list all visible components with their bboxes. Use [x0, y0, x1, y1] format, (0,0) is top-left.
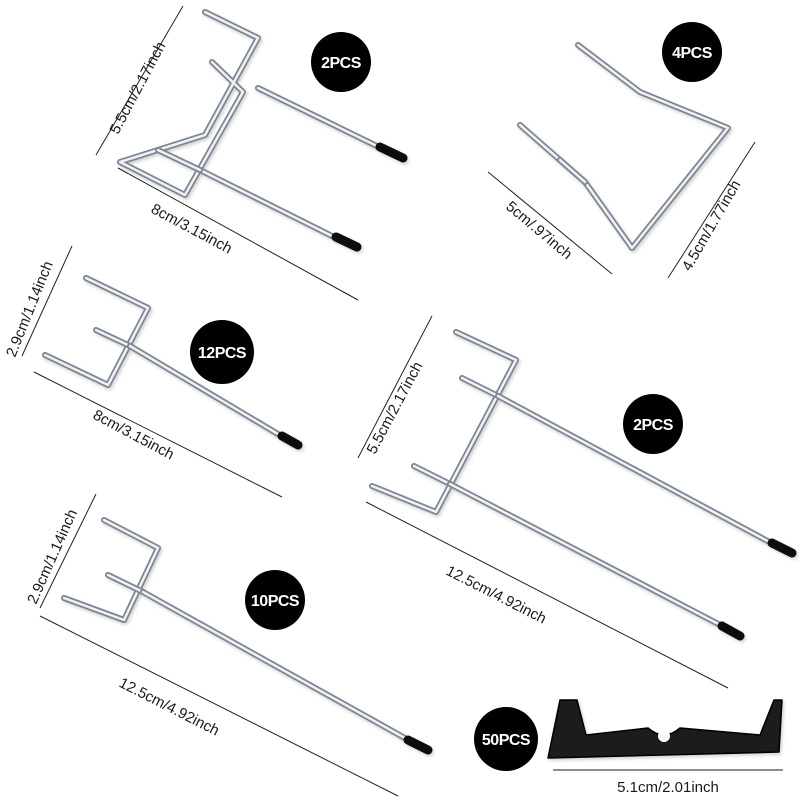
- wire-highlight: [370, 330, 518, 514]
- height-label: 2.9cm/1.14inch: [3, 259, 57, 360]
- wire-highlight: [141, 590, 414, 744]
- height-label: 5.5cm/2.17inch: [107, 39, 170, 137]
- quantity-badge: [474, 707, 538, 771]
- height-label: 4.5cm/1.77inch: [679, 177, 745, 274]
- quantity-badge: [662, 22, 722, 82]
- length-label: 5cm/.97inch: [502, 198, 575, 263]
- wire: [61, 517, 161, 623]
- hook-v-4-5cm: [517, 42, 731, 251]
- hook-short-12-5cm: [61, 517, 433, 755]
- wire-highlight: [156, 148, 202, 172]
- wire-highlight: [94, 328, 132, 348]
- length-label: 5.1cm/2.01inch: [617, 779, 719, 796]
- rubber-tip-icon: [277, 431, 303, 450]
- plastic-clip: [547, 699, 783, 759]
- quantity-badge: [311, 32, 371, 92]
- rubber-tip-icon: [717, 621, 745, 641]
- wire-highlight: [198, 168, 342, 242]
- wire-highlight: [256, 86, 387, 152]
- dimension-line: [365, 501, 729, 689]
- wire-highlight: [128, 344, 290, 442]
- length-label: 12.5cm/4.92inch: [116, 674, 222, 739]
- height-label: 2.9cm/1.14inch: [24, 507, 81, 607]
- hook-double-8cm: [117, 9, 408, 252]
- wire-highlight: [558, 158, 587, 184]
- dimension-line: [357, 315, 433, 459]
- dimension-line: [95, 5, 184, 156]
- quantity-badge: [190, 320, 254, 384]
- quantity-badge: [245, 570, 305, 630]
- dimension-line: [117, 167, 359, 301]
- clip-hole: [658, 730, 670, 742]
- hook-double-12-5cm: [369, 329, 797, 641]
- rubber-tip-icon: [403, 735, 433, 755]
- wire-highlight: [412, 464, 452, 486]
- length-label: 8cm/3.15inch: [90, 407, 177, 464]
- rubber-tip-icon: [331, 232, 362, 252]
- quantity-text: 12PCS: [198, 345, 247, 362]
- length-label: 8cm/3.15inch: [148, 201, 235, 258]
- quantity-text: 2PCS: [633, 417, 674, 434]
- dimension-line: [487, 171, 613, 275]
- quantity-text: 50PCS: [482, 732, 531, 749]
- height-label: 5.5cm/2.17inch: [364, 359, 427, 457]
- length-label: 12.5cm/4.92inch: [443, 562, 549, 627]
- hook-short-8cm: [42, 275, 303, 450]
- quantity-text: 2PCS: [321, 55, 362, 72]
- dimension-line: [33, 371, 283, 498]
- wire-highlight: [106, 573, 145, 594]
- rubber-tip-icon: [375, 142, 408, 163]
- wire-highlight: [460, 376, 500, 398]
- dimension-line: [39, 615, 399, 797]
- quantity-badge: [623, 394, 683, 454]
- rubber-tip-icon: [767, 538, 797, 558]
- wire-highlight: [448, 482, 728, 630]
- quantity-text: 4PCS: [672, 45, 713, 62]
- wire-highlight: [62, 518, 160, 622]
- dimension-line: [667, 141, 756, 279]
- dimension-line: [21, 245, 73, 357]
- wire-highlight: [496, 394, 777, 547]
- quantity-text: 10PCS: [251, 593, 300, 610]
- wire-highlight: [118, 10, 260, 197]
- dimension-line: [39, 493, 97, 609]
